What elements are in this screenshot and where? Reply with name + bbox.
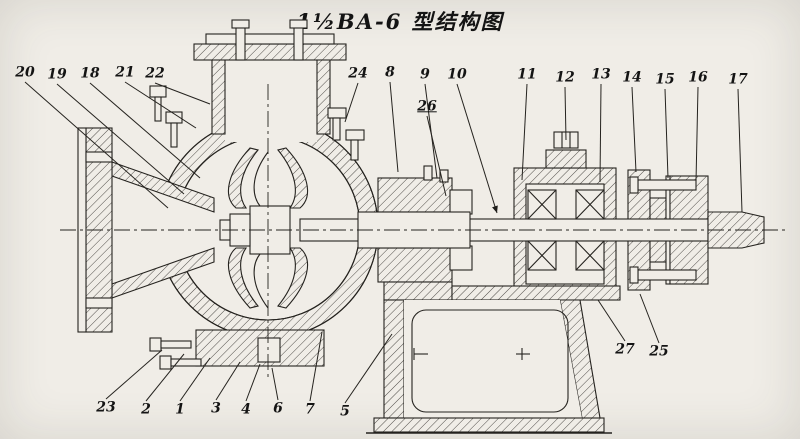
- callout-3: 3: [211, 400, 221, 417]
- coupling-bolt: [637, 179, 697, 191]
- leader-line-17: [737, 88, 743, 213]
- callout-6: 6: [273, 400, 283, 417]
- callout-9: 9: [420, 66, 430, 83]
- leader-line-12: [564, 86, 567, 141]
- stuffing-box: [327, 107, 473, 283]
- callout-14: 14: [622, 69, 642, 86]
- ball-bearings: [527, 189, 605, 271]
- callout-17: 17: [728, 71, 748, 88]
- callout-26: 26: [417, 98, 437, 115]
- flange-bolt: [293, 25, 304, 61]
- leader-line-15: [664, 88, 669, 179]
- gland-stud: [423, 165, 433, 181]
- callout-2: 2: [141, 401, 151, 418]
- leader-line-2: [145, 353, 185, 402]
- cover-stud-nut: [327, 107, 347, 119]
- callout-18: 18: [80, 65, 100, 82]
- drain-plug: [257, 337, 281, 363]
- callout-11: 11: [517, 66, 537, 83]
- leader-line-26: [426, 115, 447, 197]
- pedestal-base: [366, 281, 621, 434]
- callout-7: 7: [305, 401, 315, 418]
- callout-10: 10: [447, 66, 467, 83]
- casing-bolt: [149, 85, 167, 98]
- leader-line-16: [695, 86, 699, 183]
- leader-line-23: [105, 349, 163, 400]
- callout-16: 16: [688, 69, 708, 86]
- leader-line-1: [179, 357, 211, 402]
- callout-5: 5: [340, 403, 350, 420]
- leader-line-3: [215, 361, 241, 401]
- leader-line-4: [245, 363, 261, 402]
- casing-foot-bolts: [149, 337, 202, 370]
- callout-19: 19: [47, 66, 67, 83]
- leader-line-19: [56, 83, 185, 195]
- leader-line-18: [89, 82, 201, 179]
- callout-22: 22: [145, 65, 165, 82]
- leader-line-25: [639, 293, 660, 344]
- centerlines: [60, 84, 788, 380]
- leader-line-14: [631, 86, 637, 173]
- gland: [449, 189, 473, 215]
- leader-line-13: [599, 83, 602, 183]
- gland-stud: [439, 169, 449, 183]
- callout-15: 15: [655, 71, 675, 88]
- callout-27: 27: [615, 341, 635, 358]
- leader-line-24: [344, 82, 359, 123]
- callout-24: 24: [348, 65, 368, 82]
- callout-12: 12: [555, 69, 575, 86]
- impeller: [219, 147, 309, 309]
- callout-20: 20: [15, 64, 35, 81]
- leader-line-7: [309, 331, 323, 402]
- callout-21: 21: [115, 64, 135, 81]
- leader-line-8: [389, 81, 399, 173]
- leader-line-21: [124, 81, 197, 129]
- leader-line-20: [24, 81, 169, 209]
- leader-line-27: [597, 299, 626, 342]
- callout-25: 25: [649, 343, 669, 360]
- coupling-bolt: [637, 269, 697, 281]
- callout-13: 13: [591, 66, 611, 83]
- drawing-title: 1½BA-6 型结构图: [296, 9, 504, 34]
- cover-stud-nut: [345, 129, 365, 141]
- leader-line-6: [271, 367, 279, 401]
- callout-8: 8: [385, 64, 395, 81]
- gland: [449, 245, 473, 271]
- callout-23: 23: [96, 399, 116, 416]
- leader-line-11: [521, 83, 528, 181]
- callout-4: 4: [241, 401, 251, 418]
- bearing-left: [527, 189, 557, 271]
- leader-line-22: [154, 82, 211, 105]
- leader-line-5: [344, 333, 393, 404]
- leader-lines: [24, 81, 743, 404]
- flange-bolt: [235, 25, 246, 61]
- discharge-flange: [149, 19, 347, 148]
- bearing-right: [575, 189, 605, 271]
- callout-1: 1: [175, 401, 185, 418]
- leader-line-10: [456, 83, 498, 214]
